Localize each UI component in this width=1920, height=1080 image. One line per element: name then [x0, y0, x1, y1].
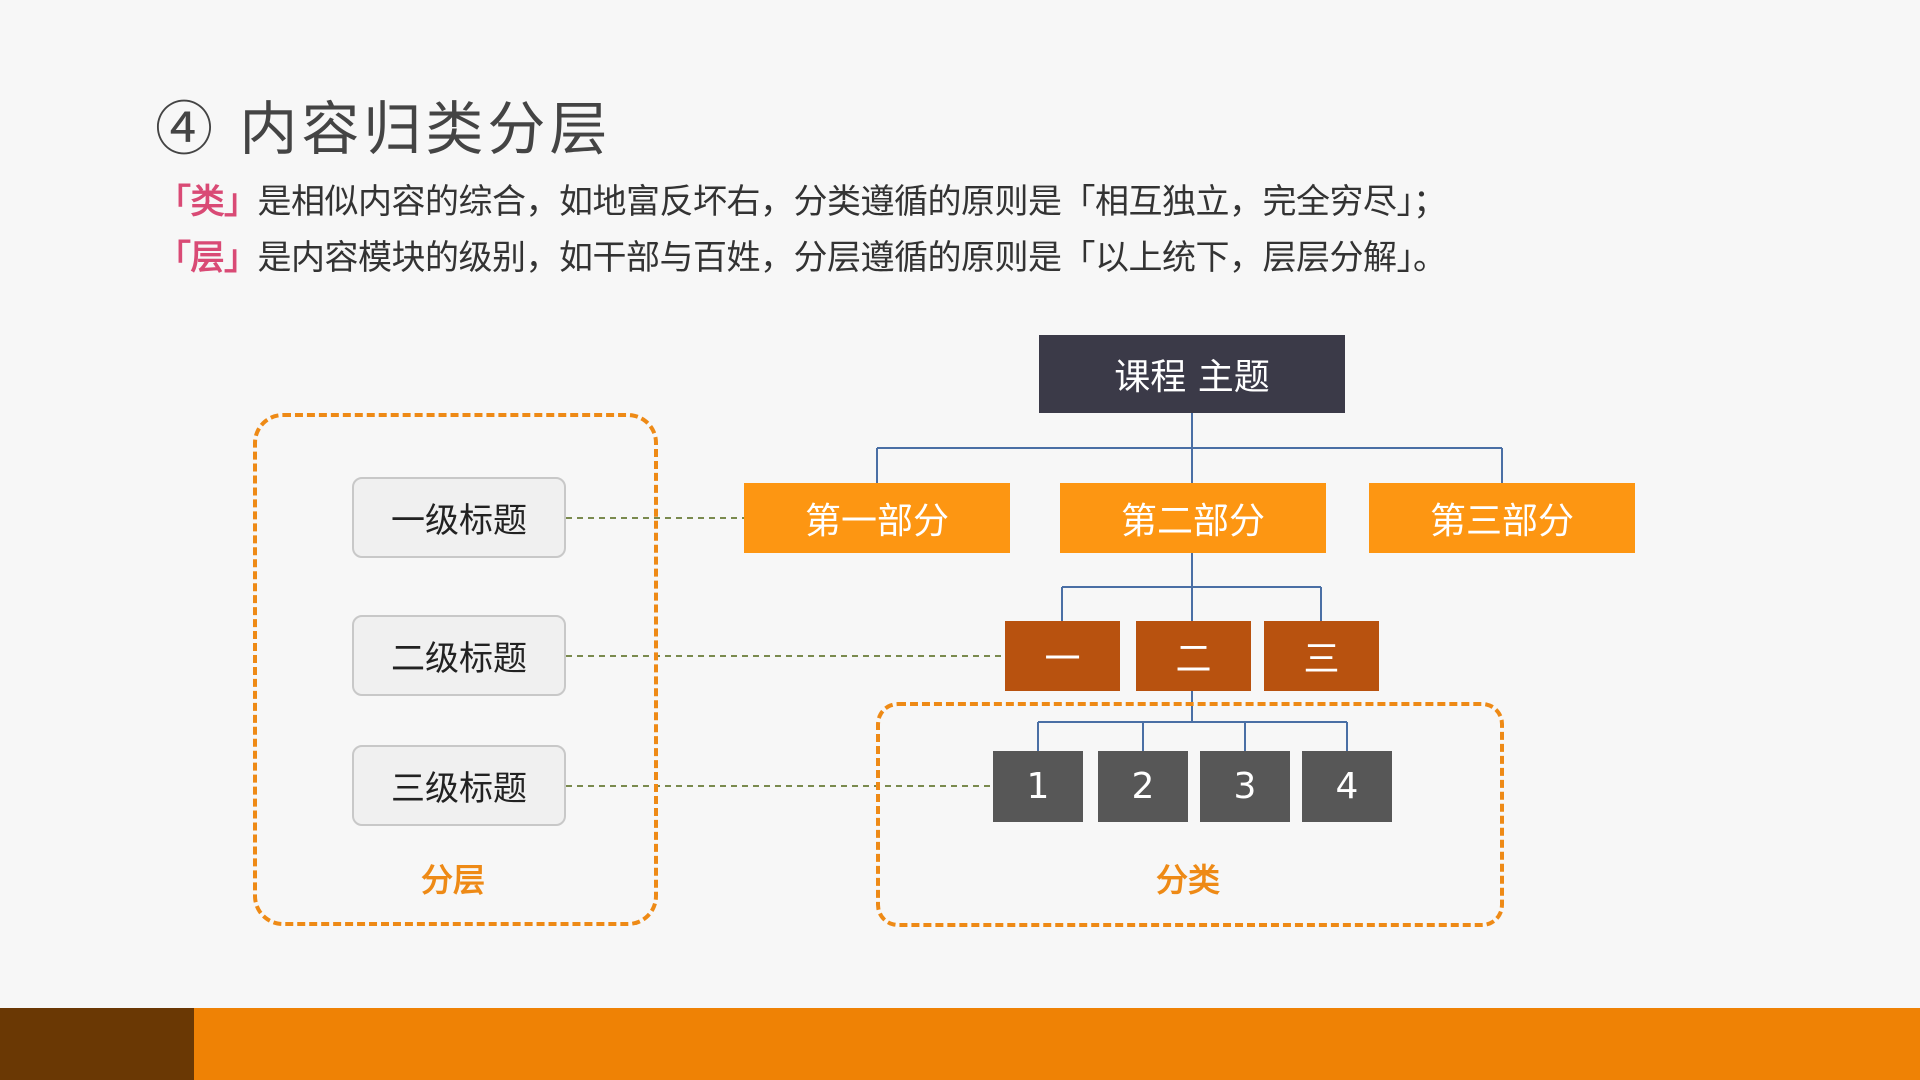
class-description: 是相似内容的综合，如地富反坏右，分类遵循的原则是「相互独立，完全穷尽」；: [257, 182, 1448, 222]
section-node-1: 一: [1005, 621, 1120, 691]
level-2-heading-box: 二级标题: [352, 615, 566, 696]
footer-bar: [0, 1008, 1920, 1080]
class-tag: 「类」: [157, 182, 258, 222]
item-node-2: 2: [1098, 751, 1188, 822]
layer-description: 是内容模块的级别，如干部与百姓，分层遵循的原则是「以上统下，层层分解」。: [257, 238, 1448, 278]
description-line-layer: 「层」是内容模块的级别，如干部与百姓，分层遵循的原则是「以上统下，层层分解」。: [157, 230, 1447, 279]
description-line-class: 「类」是相似内容的综合，如地富反坏右，分类遵循的原则是「相互独立，完全穷尽」；: [157, 174, 1447, 223]
item-node-4: 4: [1302, 751, 1392, 822]
tree-root-node: 课程 主题: [1039, 335, 1345, 413]
layer-dashed-frame: [253, 413, 658, 926]
slide-title: ④ 内容归类分层: [155, 95, 612, 163]
part-node-3: 第三部分: [1369, 483, 1635, 553]
category-label: 分类: [1155, 861, 1220, 899]
layer-label: 分层: [420, 861, 485, 899]
part-node-2: 第二部分: [1060, 483, 1326, 553]
item-node-3: 3: [1200, 751, 1290, 822]
footer-accent-block: [0, 1008, 194, 1080]
level-1-heading-box: 一级标题: [352, 477, 566, 558]
section-node-3: 三: [1264, 621, 1379, 691]
layer-tag: 「层」: [157, 238, 258, 278]
tree-connectors: [876, 413, 1503, 751]
category-dashed-frame: [876, 702, 1504, 927]
part-node-1: 第一部分: [744, 483, 1010, 553]
level-3-heading-box: 三级标题: [352, 745, 566, 826]
section-node-2: 二: [1136, 621, 1251, 691]
item-node-1: 1: [993, 751, 1083, 822]
